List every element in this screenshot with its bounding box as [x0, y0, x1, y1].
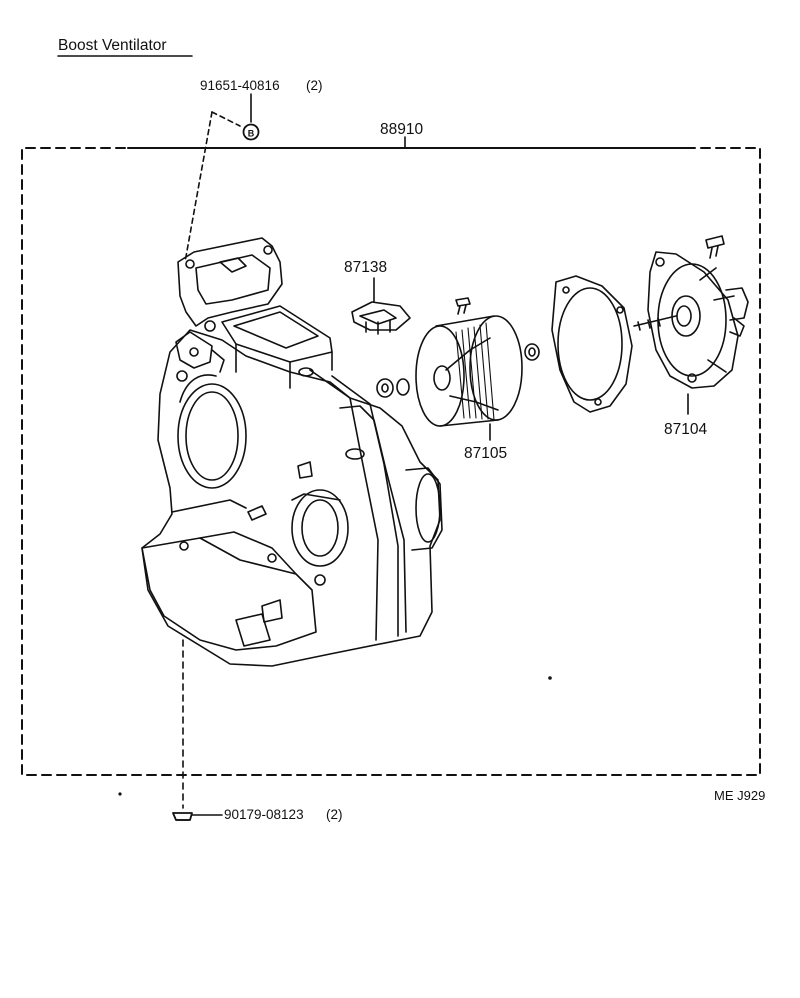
grommet-symbol: [172, 812, 193, 821]
blower-housing: [141, 237, 443, 667]
fan-screw: [455, 297, 471, 315]
resistor-part: [351, 277, 411, 335]
bolt-b-symbol: [242, 123, 260, 141]
assembly-boundary: [21, 147, 761, 776]
diagram-title: Boost Ventilator: [58, 37, 167, 54]
assembly-part-number[interactable]: 88910: [380, 121, 423, 138]
motor-screw: [705, 235, 725, 259]
resistor-part-number[interactable]: 87138: [344, 259, 387, 276]
speck: [548, 676, 552, 680]
bolt-b-dash-drop: [184, 111, 213, 263]
grommet-quantity: (2): [326, 807, 343, 822]
motor-part-number[interactable]: 87104: [664, 421, 707, 438]
nut-washer-set: [376, 343, 540, 398]
fan-part: [415, 315, 523, 441]
grommet-part-number[interactable]: 90179-08123: [224, 807, 304, 822]
bolt-b-quantity: (2): [306, 78, 323, 93]
bolt-b-dash: [211, 111, 241, 127]
bolt-b-part-number[interactable]: 91651-40816: [200, 78, 280, 93]
gasket-part: [551, 275, 633, 413]
motor-part: [633, 251, 749, 415]
fan-part-number[interactable]: 87105: [464, 445, 507, 462]
bolt-b-marker: B: [248, 129, 255, 139]
diagram-code: ME J929: [714, 788, 765, 803]
speck: [118, 792, 122, 796]
